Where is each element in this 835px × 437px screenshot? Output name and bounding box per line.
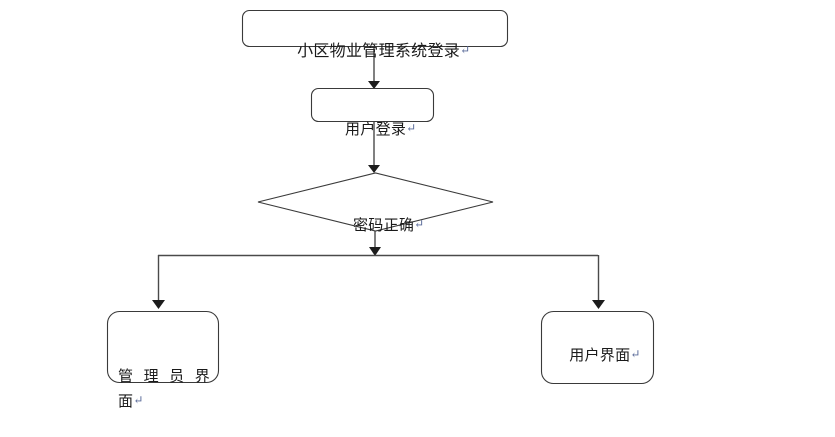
node-group bbox=[106, 9, 655, 385]
connector-system-login-to-user-login bbox=[368, 47, 380, 89]
connector-user-login-to-decision bbox=[368, 122, 380, 173]
return-mark-icon: ↵ bbox=[630, 347, 641, 361]
node-user-login-text: 用户登录 bbox=[344, 122, 407, 138]
connector-decision-to-branch-bus bbox=[369, 231, 381, 256]
node-user-login[interactable] bbox=[310, 87, 435, 123]
return-mark-icon: ↵ bbox=[133, 393, 144, 407]
node-password-correct[interactable] bbox=[257, 172, 494, 232]
node-admin-interface[interactable] bbox=[106, 310, 220, 384]
node-system-login[interactable] bbox=[241, 9, 509, 48]
connector-branch-to-admin-interface bbox=[152, 254, 598, 309]
connector-branch-to-user-interface bbox=[592, 255, 605, 309]
node-password-correct-text: 密码正确 bbox=[352, 218, 415, 234]
node-system-login-text: 小区物业管理系统登录 bbox=[297, 43, 461, 60]
node-user-interface-label: 用户界面↵ bbox=[553, 320, 648, 391]
return-mark-icon: ↵ bbox=[406, 121, 417, 135]
node-user-login-label: 用户登录↵ bbox=[311, 95, 434, 163]
return-mark-icon: ↵ bbox=[460, 43, 471, 57]
node-user-interface-text: 用户界面 bbox=[569, 348, 631, 364]
return-mark-icon: ↵ bbox=[414, 217, 425, 231]
connector-group bbox=[152, 47, 605, 309]
node-system-login-label: 小区物业管理系统登录↵ bbox=[242, 17, 508, 85]
node-admin-interface-text-line1: 管理员界 bbox=[118, 369, 210, 385]
node-admin-interface-label: 管理员界面↵ bbox=[118, 320, 213, 437]
node-password-correct-label: 密码正确↵ bbox=[258, 191, 493, 259]
node-admin-interface-text-line2: 面 bbox=[118, 394, 134, 410]
node-user-interface[interactable] bbox=[540, 310, 655, 385]
